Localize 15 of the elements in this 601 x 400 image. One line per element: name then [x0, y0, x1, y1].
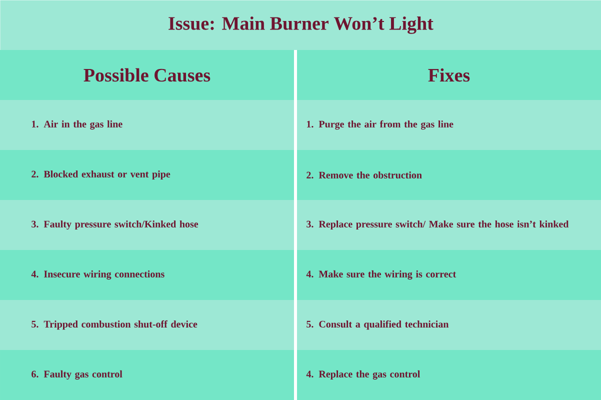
header-cell: Fixes — [297, 50, 601, 100]
table-cell: 3. Replace pressure switch/ Make sure the hose isn’t kinked — [297, 200, 601, 250]
table-cell: 4. Insecure wiring connections — [0, 250, 294, 300]
table-cell: 2. Remove the obstruction — [297, 150, 601, 200]
header-cell: Possible Causes — [0, 50, 294, 100]
table-cell: 3. Faulty pressure switch/Kinked hose — [0, 200, 294, 250]
table-cell: 6. Faulty gas control — [0, 350, 294, 400]
title-banner: Issue: Main Burner Won’t Light — [0, 0, 601, 50]
table-cell: 1. Air in the gas line — [0, 100, 294, 150]
table-cell: 2. Blocked exhaust or vent pipe — [0, 150, 294, 200]
table-cell: 5. Tripped combustion shut-off device — [0, 300, 294, 350]
table-cell: 4. Make sure the wiring is correct — [297, 250, 601, 300]
table-cell: 1. Purge the air from the gas line — [297, 100, 601, 150]
table-cell: 5. Consult a qualified technician — [297, 300, 601, 350]
table-cell: 4. Replace the gas control — [297, 350, 601, 400]
